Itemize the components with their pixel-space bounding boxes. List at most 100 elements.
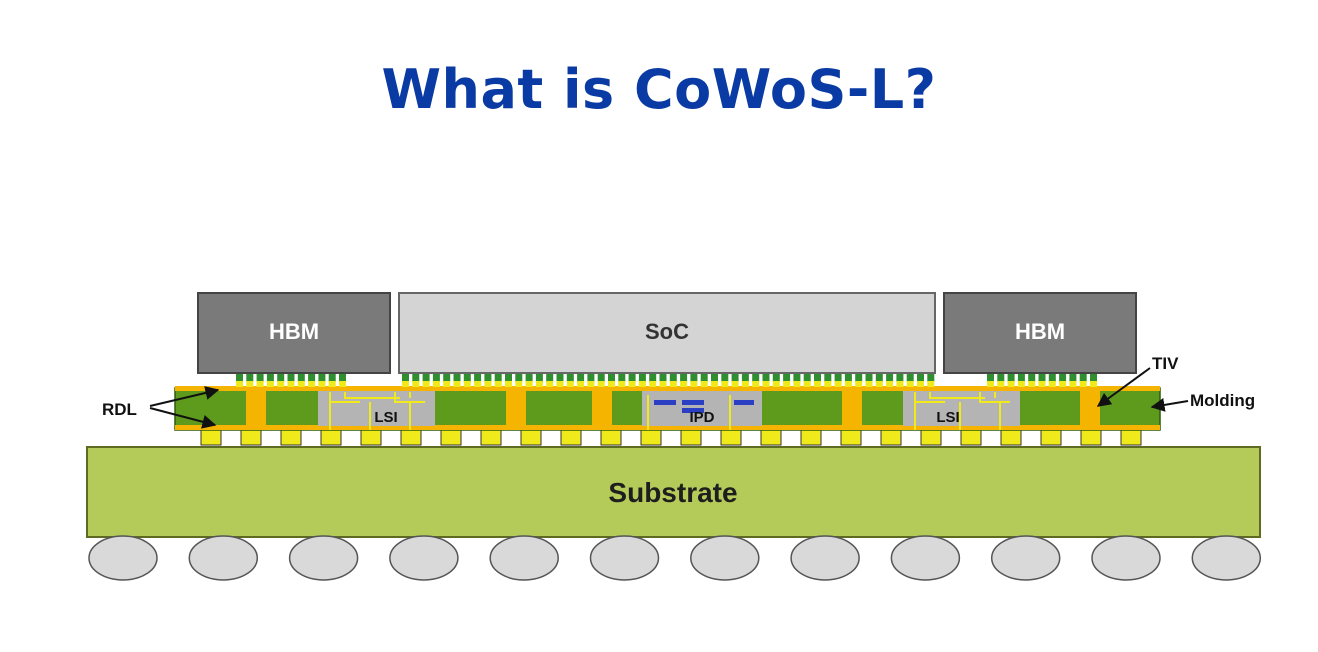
micro-bump — [711, 374, 718, 382]
micro-bump — [256, 374, 264, 382]
micro-bump-cap — [886, 381, 894, 387]
hbm-right-label: HBM — [1015, 319, 1065, 344]
micro-bump-cap — [412, 381, 420, 387]
micro-bump-cap — [1090, 381, 1097, 387]
c4-bump — [720, 428, 742, 446]
micro-bump — [659, 374, 667, 382]
micro-bump-cap — [515, 381, 523, 387]
micro-bump-cap — [741, 381, 749, 387]
micro-bump — [824, 374, 832, 382]
micro-bump — [628, 374, 636, 382]
soc-label: SoC — [645, 319, 689, 344]
micro-bump-cap — [680, 381, 688, 387]
micro-bump-cap — [896, 381, 904, 387]
micro-bump — [896, 374, 904, 382]
micro-bump — [287, 374, 295, 382]
c4-bump — [240, 428, 262, 446]
micro-bump — [505, 374, 512, 382]
micro-bump-cap — [474, 381, 482, 387]
c4-bump — [200, 428, 222, 446]
c4-bump — [440, 428, 462, 446]
micro-bump — [1090, 374, 1097, 382]
micro-bump-cap — [917, 381, 924, 387]
solder-balls — [88, 535, 1262, 581]
micro-bump — [432, 374, 440, 382]
micro-bump — [783, 374, 791, 382]
micro-bump-cap — [608, 381, 615, 387]
micro-bump — [793, 374, 801, 382]
micro-bump — [494, 374, 502, 382]
micro-bump-cap — [927, 381, 935, 387]
rdl-label: RDL — [102, 400, 137, 419]
tiv-label: TIV — [1152, 354, 1179, 373]
micro-bump-cap — [772, 381, 780, 387]
micro-bump-cap — [318, 381, 326, 387]
micro-bump-cap — [443, 381, 451, 387]
micro-bump-cap — [402, 381, 409, 387]
solder-ball — [790, 535, 860, 581]
micro-bump — [690, 374, 698, 382]
micro-bump-cap — [328, 381, 336, 387]
micro-bump-cap — [297, 381, 305, 387]
micro-bump — [587, 374, 595, 382]
micro-bump — [1028, 374, 1036, 382]
molding-arrow — [1150, 398, 1189, 412]
solder-ball — [690, 535, 760, 581]
micro-bump-cap — [855, 381, 863, 387]
micro-bump — [997, 374, 1005, 382]
hbm-left-label: HBM — [269, 319, 319, 344]
micro-bump — [700, 374, 708, 382]
micro-bump-cap — [1048, 381, 1056, 387]
solder-ball — [589, 535, 660, 581]
hbm-right-die — [943, 292, 1137, 374]
micro-bump-cap — [463, 381, 471, 387]
c4-bump — [760, 428, 782, 446]
micro-bump — [814, 374, 821, 382]
micro-bump-cap — [690, 381, 698, 387]
micro-bump — [844, 374, 852, 382]
micro-bump — [987, 374, 994, 382]
micro-bump — [236, 374, 243, 382]
micro-bump — [855, 374, 863, 382]
micro-bump — [741, 374, 749, 382]
lsi-bridge-left — [318, 391, 435, 430]
micro-bump — [546, 374, 554, 382]
micro-bump-cap — [577, 381, 585, 387]
micro-bump — [1069, 374, 1077, 382]
solder-ball — [489, 535, 559, 581]
micro-bump-cap — [484, 381, 492, 387]
micro-bump-cap — [638, 381, 646, 387]
micro-bump — [328, 374, 336, 382]
c4-bump — [640, 428, 662, 446]
lsi-bridge-right — [903, 391, 1020, 430]
micro-bump-cap — [824, 381, 832, 387]
micro-bump-cap — [256, 381, 264, 387]
micro-bump-cap — [793, 381, 801, 387]
micro-bump-cap — [1028, 381, 1036, 387]
micro-bump-cap — [1069, 381, 1077, 387]
micro-bump — [266, 374, 274, 382]
rdl-arrow-bottom — [149, 407, 217, 429]
micro-bump — [1038, 374, 1046, 382]
micro-bump — [762, 374, 770, 382]
c4-bump — [480, 428, 502, 446]
micro-bump-cap — [906, 381, 914, 387]
micro-bump — [618, 374, 626, 382]
micro-bump — [731, 374, 739, 382]
micro-bump — [886, 374, 894, 382]
molding-label: Molding — [1190, 391, 1255, 410]
c4-bump — [280, 428, 302, 446]
micro-bump-cap — [277, 381, 285, 387]
micro-bump — [1079, 374, 1087, 382]
micro-bump-cap — [287, 381, 295, 387]
solder-ball — [1091, 535, 1161, 581]
tiv — [842, 391, 862, 427]
tiv — [592, 391, 612, 427]
micro-bump — [834, 374, 842, 382]
micro-bump-cap — [525, 381, 533, 387]
micro-bump — [927, 374, 935, 382]
micro-bump-cap — [700, 381, 708, 387]
micro-bump — [402, 374, 409, 382]
ipd-block — [642, 391, 762, 430]
micro-bump — [865, 374, 873, 382]
